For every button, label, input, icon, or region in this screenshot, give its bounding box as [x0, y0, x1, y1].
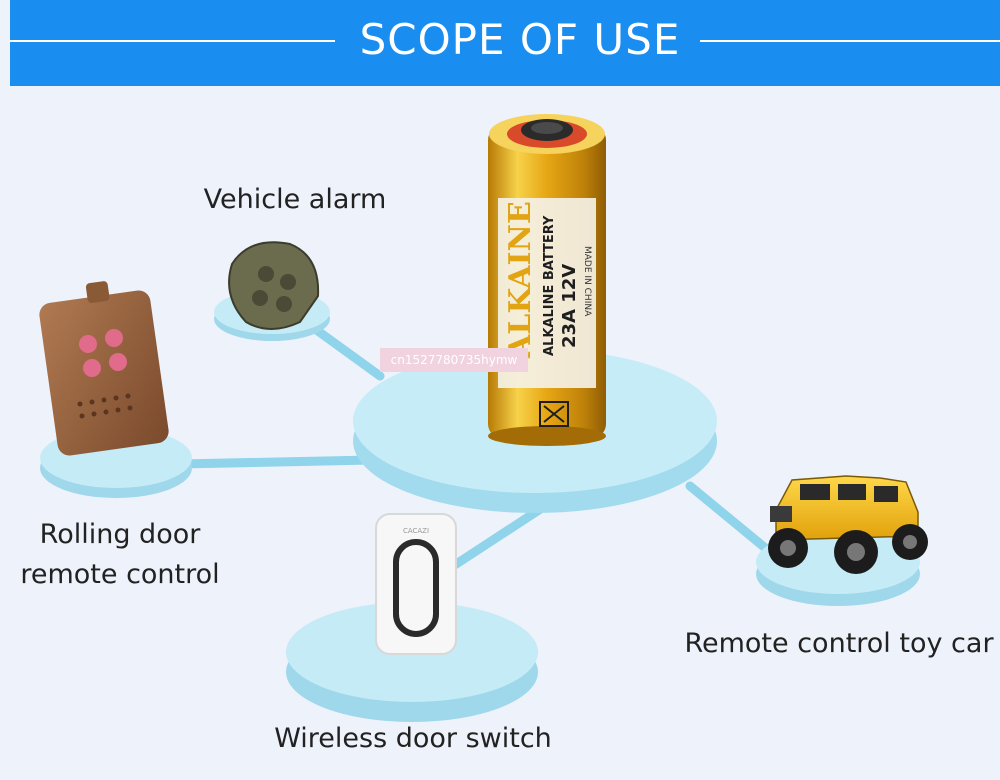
banner-line-right	[700, 40, 1000, 42]
toy-car-icon	[768, 475, 928, 574]
battery-icon: ALKAINE ALKALINE BATTERY 23A 12V MADE IN…	[488, 114, 606, 446]
battery-model: 23A 12V	[559, 264, 580, 348]
label-rolling-door-line1: Rolling door	[39, 519, 201, 550]
label-toy-car: Remote control toy car	[684, 628, 994, 659]
connector-car	[685, 481, 780, 561]
vehicle-alarm-remote-icon	[228, 241, 320, 330]
rolling-door-remote-icon	[39, 281, 169, 456]
title-banner: SCOPE OF USE	[10, 0, 1000, 86]
watermark-text: cn1527780735hymw	[380, 348, 528, 372]
battery-logo	[539, 401, 569, 427]
label-vehicle-alarm: Vehicle alarm	[203, 184, 387, 215]
label-door-switch: Wireless door switch	[274, 723, 552, 754]
battery-origin: MADE IN CHINA	[582, 246, 592, 317]
doorbell-brand: CACAZI	[403, 527, 429, 535]
page-title: SCOPE OF USE	[359, 15, 681, 64]
label-rolling-door-line2: remote control	[20, 559, 220, 590]
battery-brand: ALKAINE	[503, 201, 538, 359]
connector-rolling	[175, 455, 377, 469]
battery-type: ALKALINE BATTERY	[542, 215, 557, 356]
wireless-door-switch-icon: CACAZI	[375, 513, 457, 655]
banner-line-left	[10, 40, 335, 42]
usage-diagram: ALKAINE ALKALINE BATTERY 23A 12V MADE IN…	[39, 114, 928, 722]
